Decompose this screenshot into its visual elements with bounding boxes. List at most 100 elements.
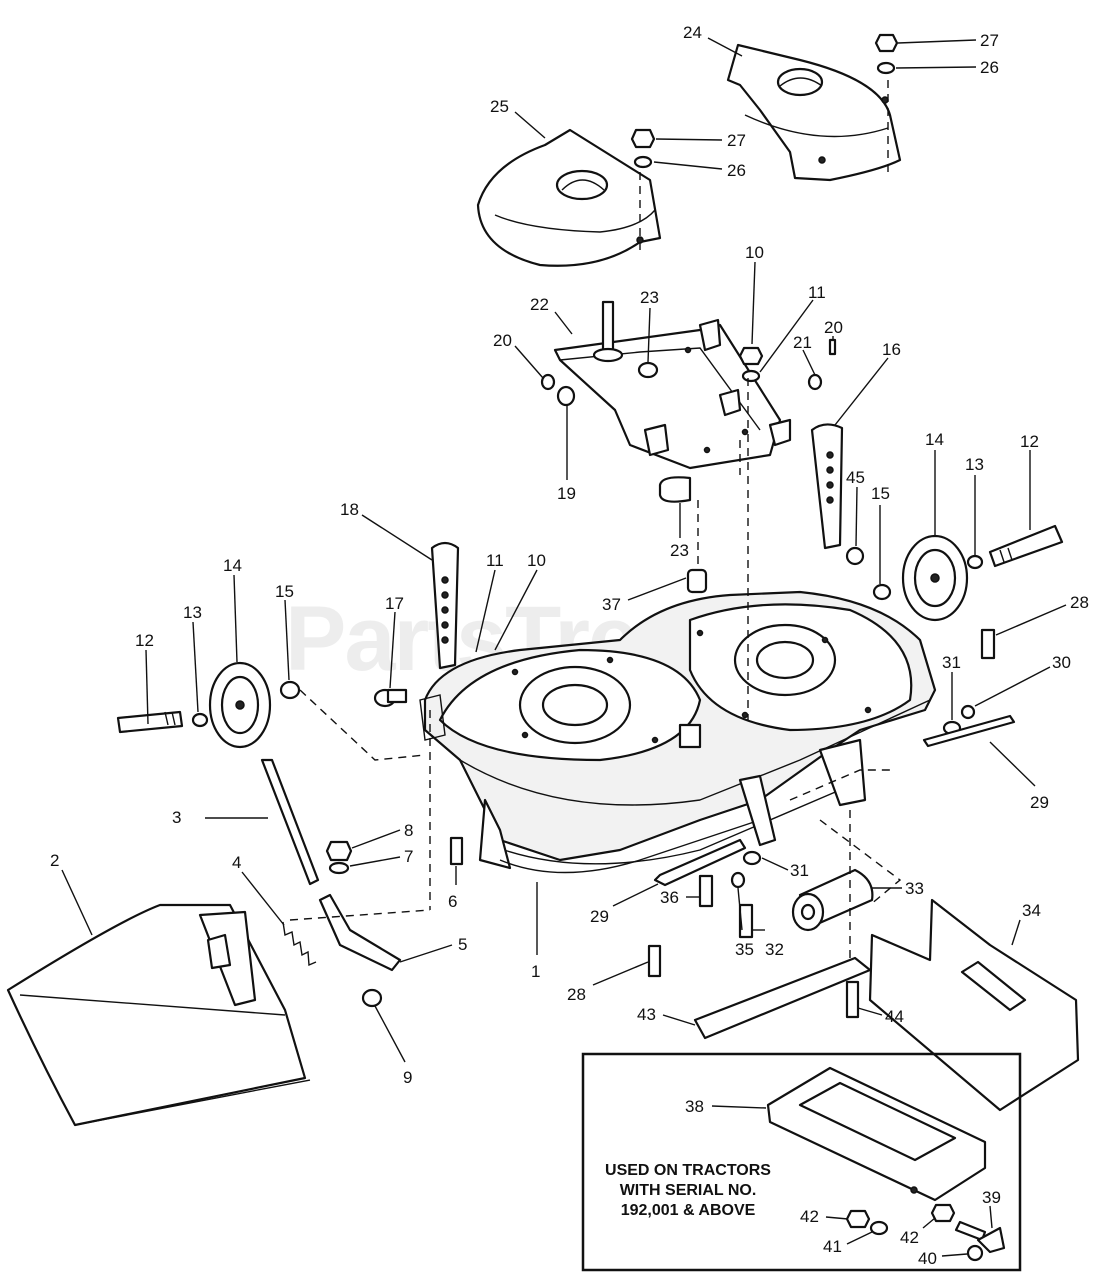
washer-31b bbox=[742, 850, 762, 866]
callout-29: 29 bbox=[590, 907, 609, 926]
spacer-37 bbox=[686, 568, 708, 594]
washer-41 bbox=[869, 1220, 889, 1236]
callout-6: 6 bbox=[448, 892, 457, 911]
callout-29: 29 bbox=[1030, 793, 1049, 812]
bar-43 bbox=[693, 956, 872, 1040]
rod-29 bbox=[922, 714, 1016, 748]
nut-42b bbox=[930, 1203, 956, 1223]
callout-24: 24 bbox=[683, 23, 702, 42]
idler-23-upper bbox=[637, 361, 659, 379]
pin-20 bbox=[828, 338, 837, 356]
bolt-36 bbox=[698, 874, 714, 908]
callout-16: 16 bbox=[882, 340, 901, 359]
gauge-wheel-right bbox=[872, 524, 1064, 622]
rod-3 bbox=[260, 758, 320, 886]
callout-31: 31 bbox=[942, 653, 961, 672]
nut-10 bbox=[738, 346, 764, 366]
callout-14: 14 bbox=[925, 430, 944, 449]
mower-deck bbox=[419, 590, 937, 874]
callout-20: 20 bbox=[493, 331, 512, 350]
callout-10: 10 bbox=[745, 243, 764, 262]
bracket-34 bbox=[868, 898, 1080, 1112]
inset-note-line-3: 192,001 & ABOVE bbox=[621, 1202, 756, 1219]
bolt-32 bbox=[738, 903, 754, 939]
idler-bracket bbox=[553, 300, 792, 470]
callout-35: 35 bbox=[735, 940, 754, 959]
callout-15: 15 bbox=[871, 484, 890, 503]
callout-42: 42 bbox=[800, 1207, 819, 1226]
washer-19 bbox=[556, 385, 576, 407]
roller-33 bbox=[791, 868, 874, 932]
callout-13: 13 bbox=[183, 603, 202, 622]
callout-42: 42 bbox=[900, 1228, 919, 1247]
callout-18: 18 bbox=[340, 500, 359, 519]
callout-37: 37 bbox=[602, 595, 621, 614]
callout-27: 27 bbox=[727, 131, 746, 150]
clip-30 bbox=[960, 704, 976, 720]
discharge-chute bbox=[6, 903, 311, 1127]
callout-32: 32 bbox=[765, 940, 784, 959]
gauge-wheel-left bbox=[116, 661, 301, 749]
callout-17: 17 bbox=[385, 594, 404, 613]
height-bar-16 bbox=[810, 423, 844, 550]
callout-36: 36 bbox=[660, 888, 679, 907]
hex-nut-27 bbox=[630, 33, 899, 169]
assembly-guides bbox=[289, 378, 902, 960]
nut-8 bbox=[325, 840, 353, 862]
bolt-44 bbox=[845, 980, 860, 1019]
callout-10: 10 bbox=[527, 551, 546, 570]
callout-5: 5 bbox=[458, 935, 467, 954]
spring-4 bbox=[282, 921, 317, 967]
callout-27: 27 bbox=[980, 31, 999, 50]
callout-12: 12 bbox=[1020, 432, 1039, 451]
nut-40 bbox=[966, 1244, 984, 1262]
callout-21: 21 bbox=[793, 333, 812, 352]
bolt-39 bbox=[954, 1220, 987, 1242]
callout-14: 14 bbox=[223, 556, 242, 575]
callout-11: 11 bbox=[486, 551, 504, 570]
callout-28: 28 bbox=[1070, 593, 1089, 612]
washer-7 bbox=[328, 861, 350, 875]
callout-40: 40 bbox=[918, 1249, 937, 1268]
callout-33: 33 bbox=[905, 879, 924, 898]
callout-23: 23 bbox=[640, 288, 659, 307]
callout-19: 19 bbox=[557, 484, 576, 503]
inset-box bbox=[581, 1052, 1022, 1272]
callout-23: 23 bbox=[670, 541, 689, 560]
callout-26: 26 bbox=[980, 58, 999, 77]
washer-21 bbox=[807, 373, 823, 391]
washer-11 bbox=[741, 369, 761, 383]
clip-35 bbox=[730, 871, 746, 889]
belt-cover-left bbox=[476, 128, 662, 267]
inset-note-line-1: USED ON TRACTORS bbox=[605, 1162, 771, 1179]
callout-2: 2 bbox=[50, 851, 59, 870]
nut-9 bbox=[361, 988, 383, 1008]
bolt-17 bbox=[373, 688, 408, 708]
rod-29b bbox=[653, 838, 747, 887]
callout-22: 22 bbox=[530, 295, 549, 314]
spacer-45 bbox=[845, 546, 865, 566]
callout-31: 31 bbox=[790, 861, 809, 880]
callout-7: 7 bbox=[404, 847, 413, 866]
callout-45: 45 bbox=[846, 468, 865, 487]
callout-11: 11 bbox=[808, 283, 826, 302]
nut-42 bbox=[845, 1209, 871, 1229]
idler-23-lower bbox=[658, 476, 692, 503]
bolt-6 bbox=[449, 836, 464, 866]
callout-13: 13 bbox=[965, 455, 984, 474]
callout-41: 41 bbox=[823, 1237, 842, 1256]
callout-20: 20 bbox=[824, 318, 843, 337]
callout-28: 28 bbox=[567, 985, 586, 1004]
lever-5 bbox=[318, 893, 402, 972]
callout-39: 39 bbox=[982, 1188, 1001, 1207]
callout-9: 9 bbox=[403, 1068, 412, 1087]
callout-25: 25 bbox=[490, 97, 509, 116]
callout-3: 3 bbox=[172, 808, 181, 827]
callout-15: 15 bbox=[275, 582, 294, 601]
callout-8: 8 bbox=[404, 821, 413, 840]
callout-43: 43 bbox=[637, 1005, 656, 1024]
belt-cover-right bbox=[726, 43, 902, 182]
clip-20 bbox=[540, 373, 556, 391]
callout-30: 30 bbox=[1052, 653, 1071, 672]
